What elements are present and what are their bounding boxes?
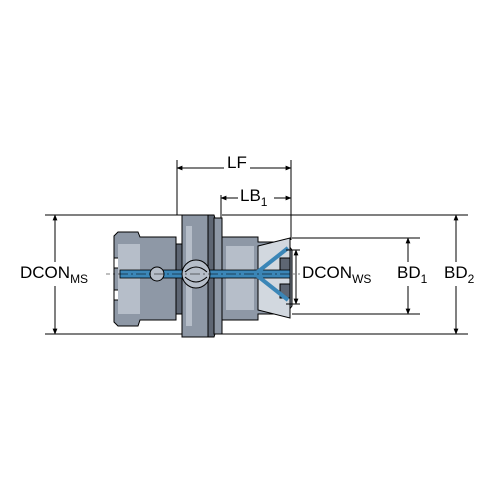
shank-neck bbox=[175, 243, 183, 315]
label-bd1: BD1 bbox=[397, 263, 428, 286]
label-dcon-ms: DCONMS bbox=[20, 263, 88, 286]
label-dcon-ws: DCONWS bbox=[302, 263, 371, 286]
shank-shade bbox=[118, 244, 140, 314]
label-lf: LF bbox=[227, 153, 247, 172]
label-bd2: BD2 bbox=[444, 263, 475, 286]
dimension-labels: LF LB1 DCONMS DCONWS BD1 BD2 bbox=[18, 153, 482, 286]
label-lb1: LB1 bbox=[240, 186, 268, 209]
